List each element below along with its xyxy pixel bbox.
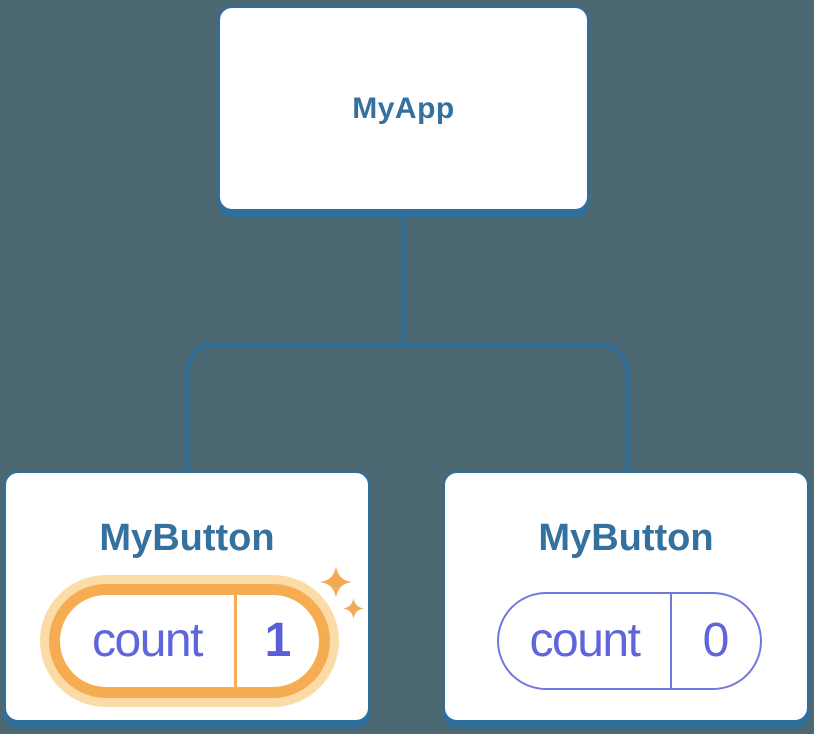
pill-divider (234, 595, 237, 687)
state-value: 1 (264, 614, 292, 667)
node-myapp-label: MyApp (352, 91, 455, 125)
state-name: count (92, 614, 203, 667)
node-mybutton-left-label: MyButton (99, 517, 275, 559)
pill-divider (670, 594, 672, 688)
sparkle-icon (343, 598, 364, 619)
state-pill: count 0 (497, 592, 762, 690)
node-mybutton-right-label: MyButton (538, 517, 714, 559)
tree-connector-branch (185, 343, 629, 474)
state-pill-highlighted: count 1 (49, 584, 330, 698)
node-mybutton-left: MyButton count 1 (4, 471, 370, 722)
node-myapp: MyApp (218, 6, 589, 211)
state-name: count (529, 614, 641, 667)
sparkle-icon (320, 566, 352, 598)
state-value: 0 (702, 614, 730, 667)
tree-connector-stem (402, 210, 406, 346)
node-mybutton-right: MyButton count 0 (443, 471, 809, 722)
